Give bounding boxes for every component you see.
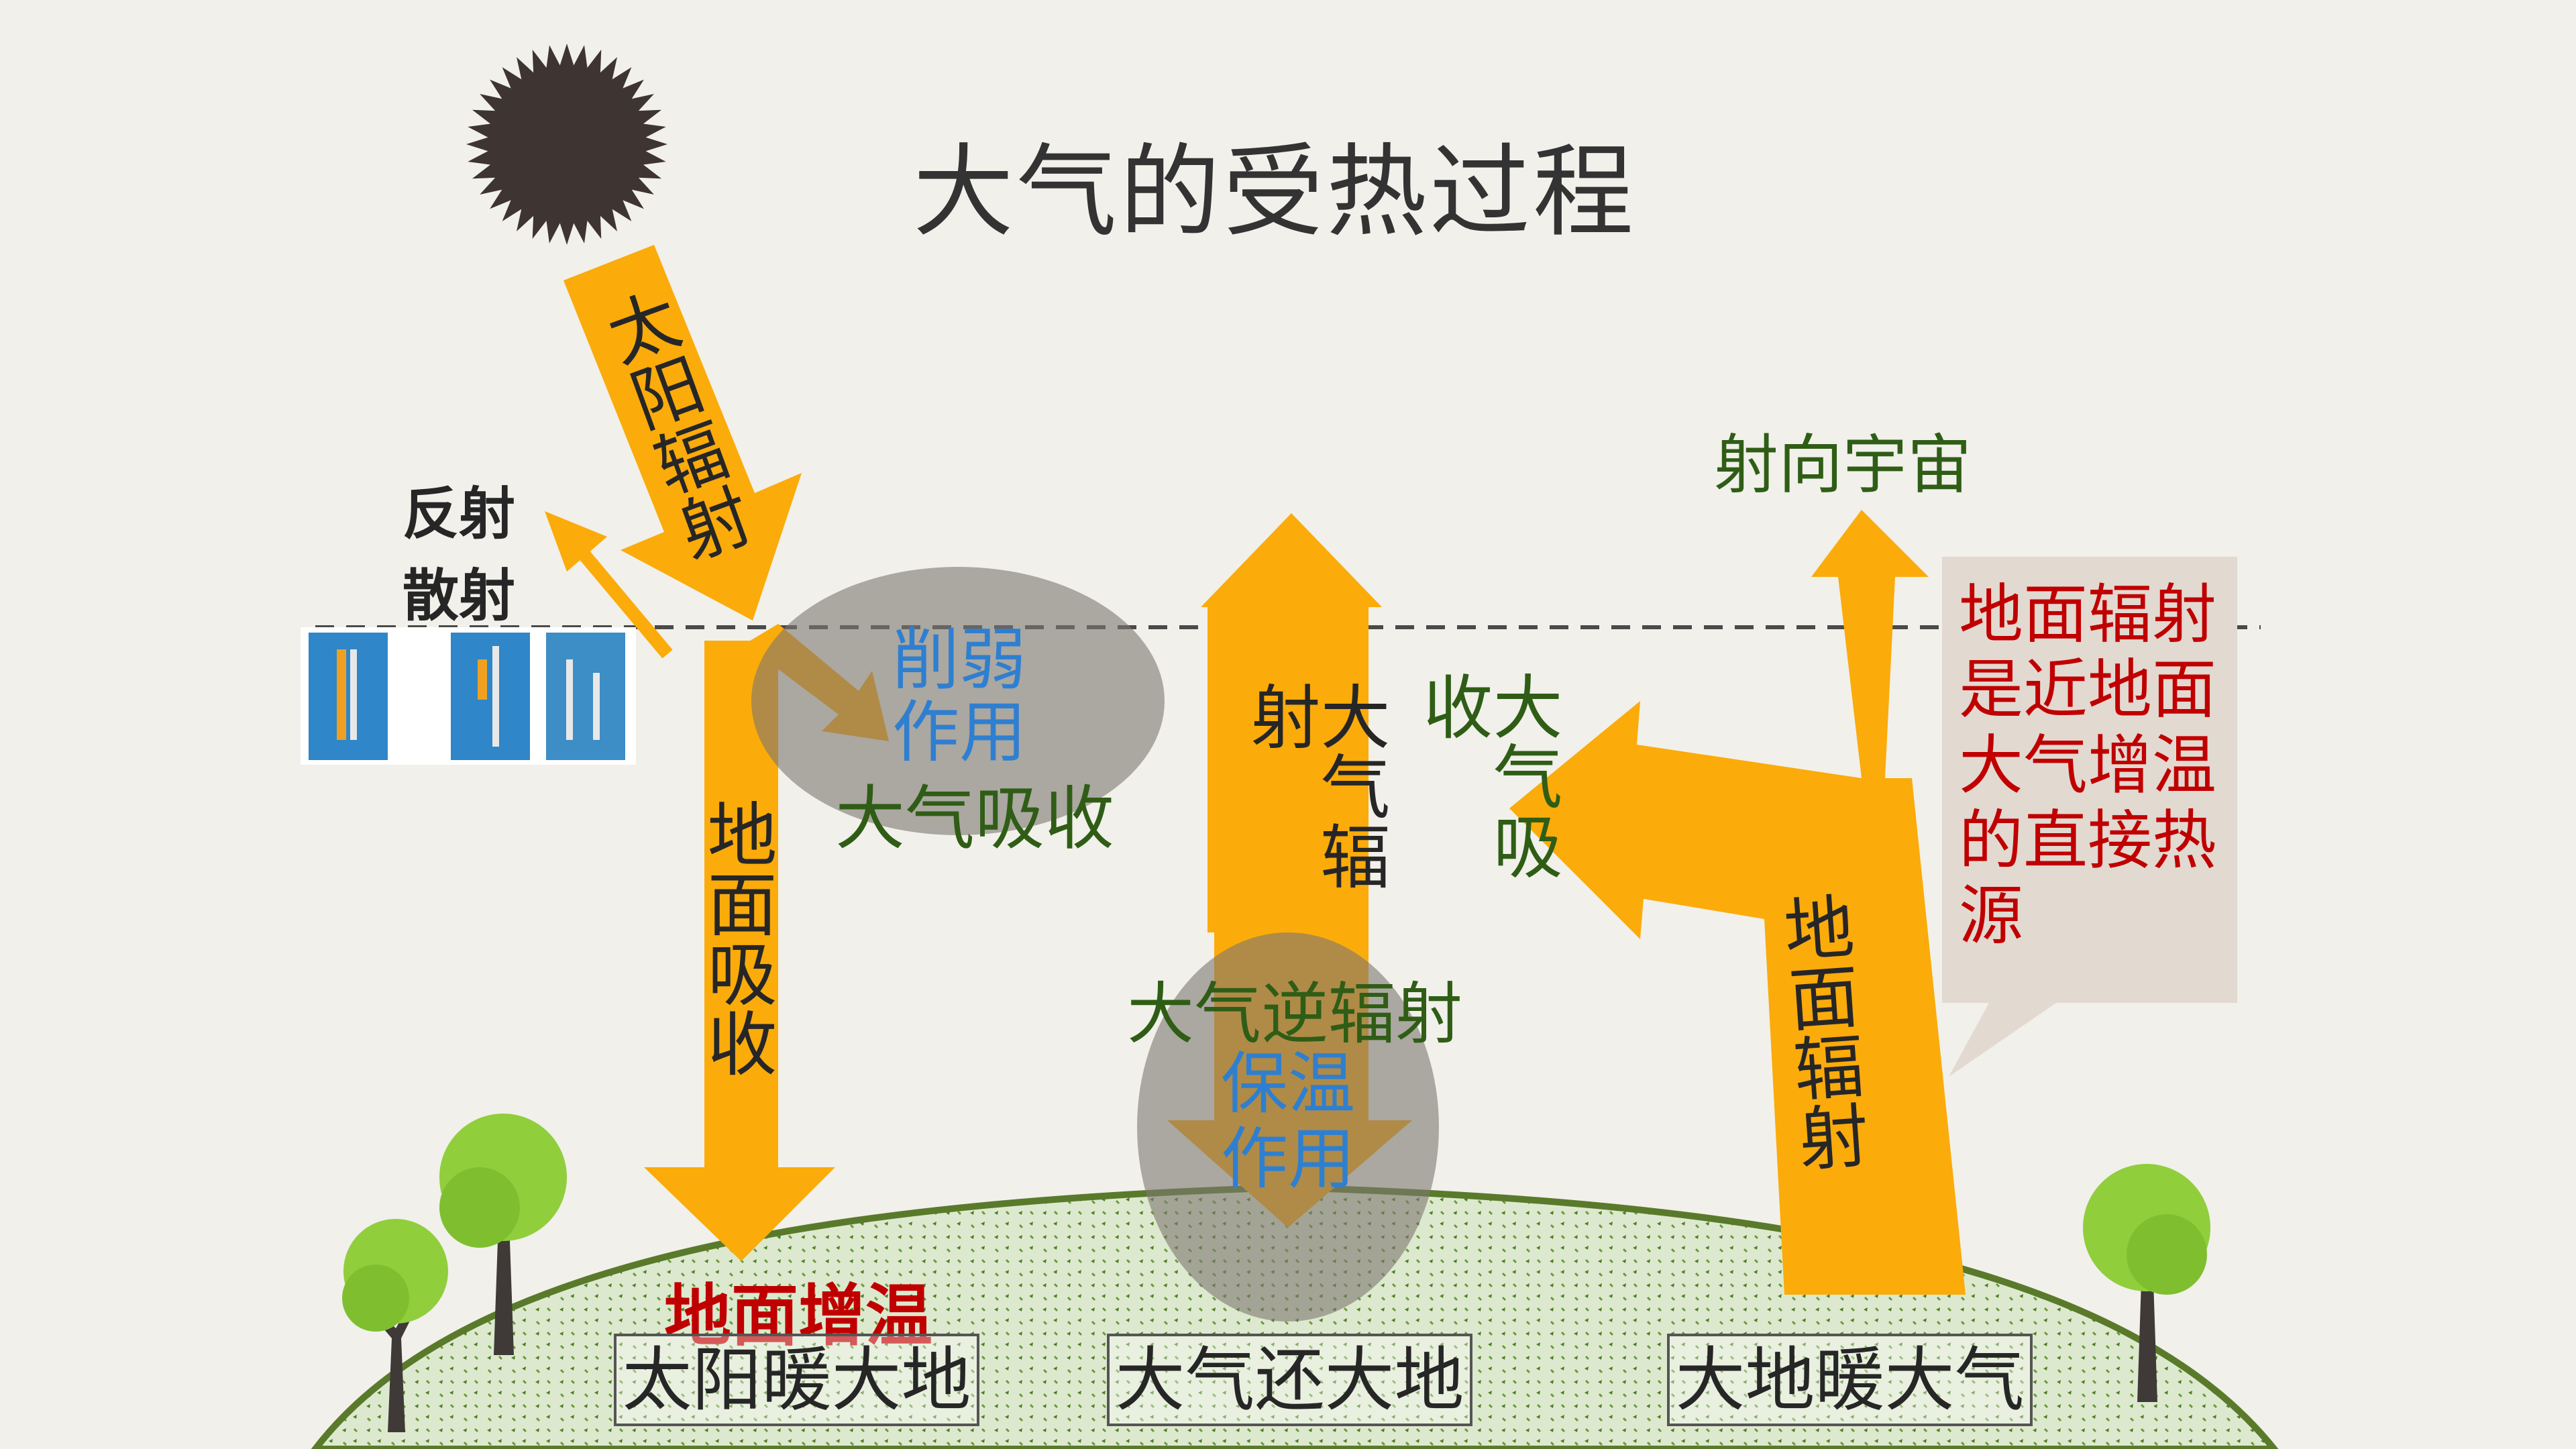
- weakening-line1: 削弱: [892, 621, 1026, 699]
- atmosphere-radiation-up-arrow: [1201, 513, 1382, 932]
- tree-icon: [2083, 1164, 2210, 1402]
- atmosphere-returns-earth-box: 大气还大地: [1107, 1334, 1472, 1426]
- atmosphere-absorb-vertical-label: 大气吸收: [1411, 671, 1562, 880]
- callout-text: 地面辐射是近地面大气增温的直接热源: [1959, 577, 2216, 954]
- weakening-overlay: [751, 567, 1165, 835]
- callout-bubble: [1942, 557, 2237, 1077]
- insulation-line1: 保温: [1221, 1044, 1355, 1123]
- reflect-scatter-label: 反射 散射: [402, 473, 515, 637]
- ground-radiation-arrow: [1509, 510, 1966, 1295]
- reflect-arrow: [545, 511, 673, 659]
- sun-warms-earth-box: 太阳暖大地: [614, 1334, 979, 1426]
- earth-warms-atmosphere-box: 大地暖大气: [1667, 1334, 2033, 1426]
- weakening-effect-label: 削弱 作用: [879, 624, 1040, 769]
- sun-icon: [466, 44, 667, 245]
- ground-radiation-label: 地面辐射: [1769, 890, 1871, 1174]
- counter-radiation-label: 大气逆辐射: [1127, 975, 1462, 1053]
- ground-absorb-arrow: [644, 641, 835, 1261]
- atmosphere-radiation-label: 大气辐射: [1238, 681, 1390, 890]
- page-title: 大气的受热过程: [912, 134, 1636, 251]
- tree-icon: [439, 1114, 567, 1355]
- emit-to-space-label: 射向宇宙: [1714, 427, 1972, 502]
- thumbnail-image: [301, 627, 636, 765]
- insulation-line2: 作用: [1221, 1120, 1355, 1198]
- reflect-label: 反射: [402, 480, 516, 547]
- insulation-overlay: [1137, 932, 1439, 1322]
- tree-icon: [342, 1219, 448, 1432]
- ground-absorb-label: 地面吸收: [695, 798, 777, 1077]
- atmosphere-absorb-label: 大气吸收: [835, 777, 1115, 859]
- insulation-effect-label: 保温 作用: [1214, 1046, 1362, 1197]
- weakening-line2: 作用: [892, 693, 1026, 771]
- scatter-label: 散射: [402, 561, 516, 629]
- solar-radiation-arrow: [564, 245, 802, 621]
- ground-warming-label: 地面增温: [664, 1277, 932, 1355]
